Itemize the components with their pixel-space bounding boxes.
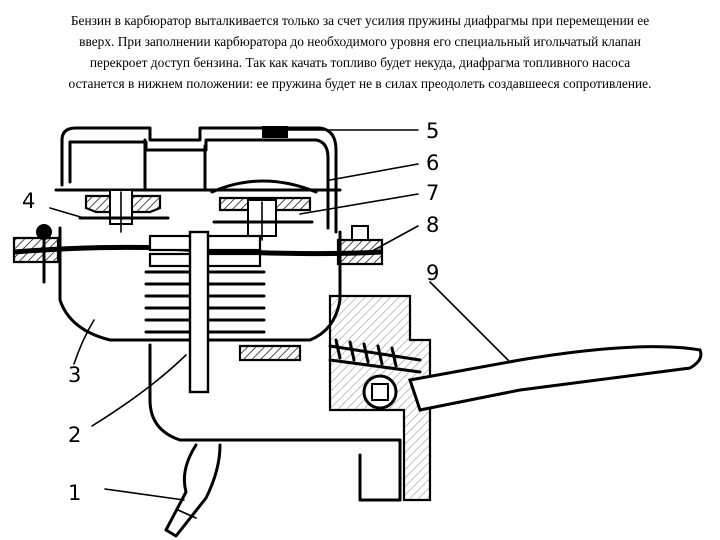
caption: Бензин в карбюратор выталкивается только… — [6, 10, 714, 94]
label-3: 3 — [68, 363, 81, 387]
outlet-pipe — [164, 443, 222, 538]
lower-housing — [148, 294, 432, 502]
inlet-valve — [78, 189, 170, 233]
part-labels: 1 2 3 4 5 6 7 8 9 — [22, 119, 439, 505]
leader-lines — [49, 129, 509, 501]
caption-line: перекроет доступ бензина. Так как качать… — [89, 55, 631, 70]
caption-line: вверх. При заполнении карбюратора до нео… — [79, 34, 641, 49]
caption-line: останется в нижнем положении: ее пружина… — [68, 76, 652, 91]
label-9: 9 — [426, 261, 439, 285]
priming-lever — [408, 345, 703, 412]
diaphragm-spring — [144, 230, 266, 394]
pump-cover — [54, 126, 342, 234]
label-6: 6 — [426, 151, 439, 175]
label-4: 4 — [22, 189, 35, 213]
outlet-valve — [210, 179, 318, 241]
label-1: 1 — [68, 481, 81, 505]
label-7: 7 — [426, 181, 439, 205]
cover-screw — [262, 126, 288, 138]
caption-line: Бензин в карбюратор выталкивается только… — [70, 13, 650, 28]
label-5: 5 — [426, 119, 439, 143]
label-2: 2 — [68, 423, 81, 447]
body-screw — [36, 224, 52, 240]
label-8: 8 — [426, 213, 439, 237]
